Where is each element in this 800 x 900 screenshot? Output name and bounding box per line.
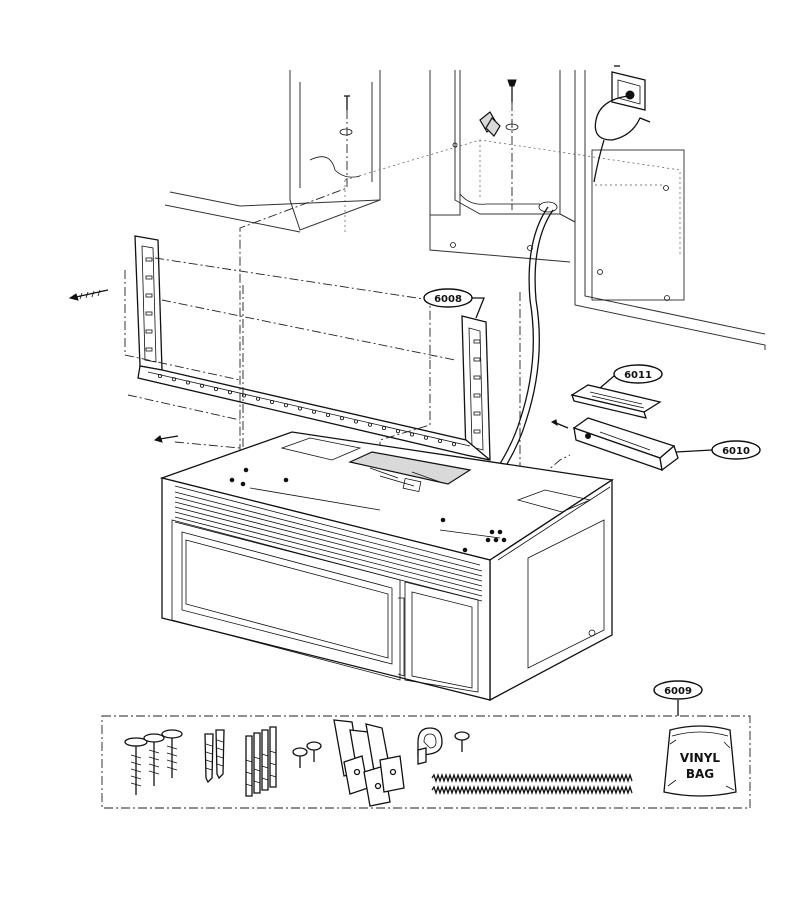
bracket-slot xyxy=(145,293,153,298)
bracket-holes xyxy=(145,257,481,447)
vinyl-bag-icon: VINYL BAG xyxy=(663,725,737,797)
callout-6008-label: 6008 xyxy=(434,294,462,305)
bracket-hole xyxy=(423,435,428,440)
top-screw-left xyxy=(339,95,353,136)
toggle-bolt-icon xyxy=(479,111,501,137)
long-bolt-icon xyxy=(245,726,277,797)
bracket-hole xyxy=(255,396,260,401)
bracket-hole xyxy=(367,422,372,427)
bracket-slot xyxy=(473,375,481,380)
damper-base xyxy=(572,417,679,472)
cabinet-hole xyxy=(538,201,558,213)
coil-strip-icon xyxy=(431,772,633,796)
vinyl-bag-label-line1: VINYL xyxy=(680,751,720,765)
vent-slat xyxy=(174,511,483,592)
bracket-hole xyxy=(269,399,274,404)
bracket-hole xyxy=(297,406,302,411)
hardware-kit-box xyxy=(101,700,751,809)
upper-cabinets xyxy=(164,70,766,350)
power-outlet-icon xyxy=(611,65,646,111)
clamp-screw-icon xyxy=(454,731,470,752)
vent-slat xyxy=(174,501,483,582)
bracket-hole xyxy=(157,373,162,378)
toggle-clip-icon xyxy=(333,719,405,807)
bracket-hole xyxy=(395,429,400,434)
callout-6011: 6011 xyxy=(599,364,663,389)
wall-anchor-icon xyxy=(204,729,225,784)
coil-strip xyxy=(431,784,633,796)
microwave-top-details xyxy=(229,437,596,637)
bracket-slot xyxy=(145,347,153,352)
bracket-slot xyxy=(145,311,153,316)
coil-strip xyxy=(431,772,633,784)
bracket-screw-lower xyxy=(153,435,179,443)
bracket-slot xyxy=(473,429,481,434)
bracket-hole xyxy=(409,432,414,437)
bracket-slot xyxy=(145,275,153,280)
cord-clamp-icon xyxy=(417,727,443,765)
callout-6010: 6010 xyxy=(675,440,761,460)
callout-6008: 6008 xyxy=(423,288,485,319)
bracket-hole xyxy=(213,386,218,391)
bracket-slot xyxy=(473,411,481,416)
bracket-slot xyxy=(473,339,481,344)
bracket-hole xyxy=(283,403,288,408)
bracket-hole xyxy=(185,380,190,385)
mounting-bracket xyxy=(134,235,491,461)
bracket-hole xyxy=(437,438,442,443)
bracket-hole xyxy=(227,390,232,395)
microwave-oven xyxy=(159,431,614,702)
microwave-front xyxy=(171,519,479,693)
damper-cover xyxy=(570,384,662,419)
bracket-slot xyxy=(473,393,481,398)
power-cord-routing xyxy=(469,206,549,506)
power-cord xyxy=(593,95,651,183)
callout-6011-label: 6011 xyxy=(624,370,652,381)
wood-screw-icon xyxy=(124,729,183,795)
bracket-hole xyxy=(353,419,358,424)
bracket-hole xyxy=(199,383,204,388)
callout-6009: 6009 xyxy=(653,680,703,700)
bracket-hole xyxy=(325,412,330,417)
bracket-slot xyxy=(145,329,153,334)
vent-slat xyxy=(174,496,483,577)
callout-6010-label: 6010 xyxy=(722,446,750,457)
bracket-hole xyxy=(171,377,176,382)
bracket-hole xyxy=(339,416,344,421)
bracket-slot xyxy=(145,257,153,262)
bracket-hole xyxy=(451,442,456,447)
vent-slat xyxy=(174,506,483,587)
bracket-screw-left xyxy=(68,289,109,301)
vent-slat xyxy=(174,516,483,597)
callout-6009-label: 6009 xyxy=(664,686,692,697)
bracket-slot xyxy=(473,357,481,362)
bracket-hole xyxy=(241,393,246,398)
vent-slat xyxy=(174,491,483,572)
small-screw-icon xyxy=(292,741,322,768)
damper-screw xyxy=(550,419,569,429)
vinyl-bag-label-line2: BAG xyxy=(686,767,714,781)
bracket-hole xyxy=(311,409,316,414)
bracket-hole xyxy=(381,425,386,430)
